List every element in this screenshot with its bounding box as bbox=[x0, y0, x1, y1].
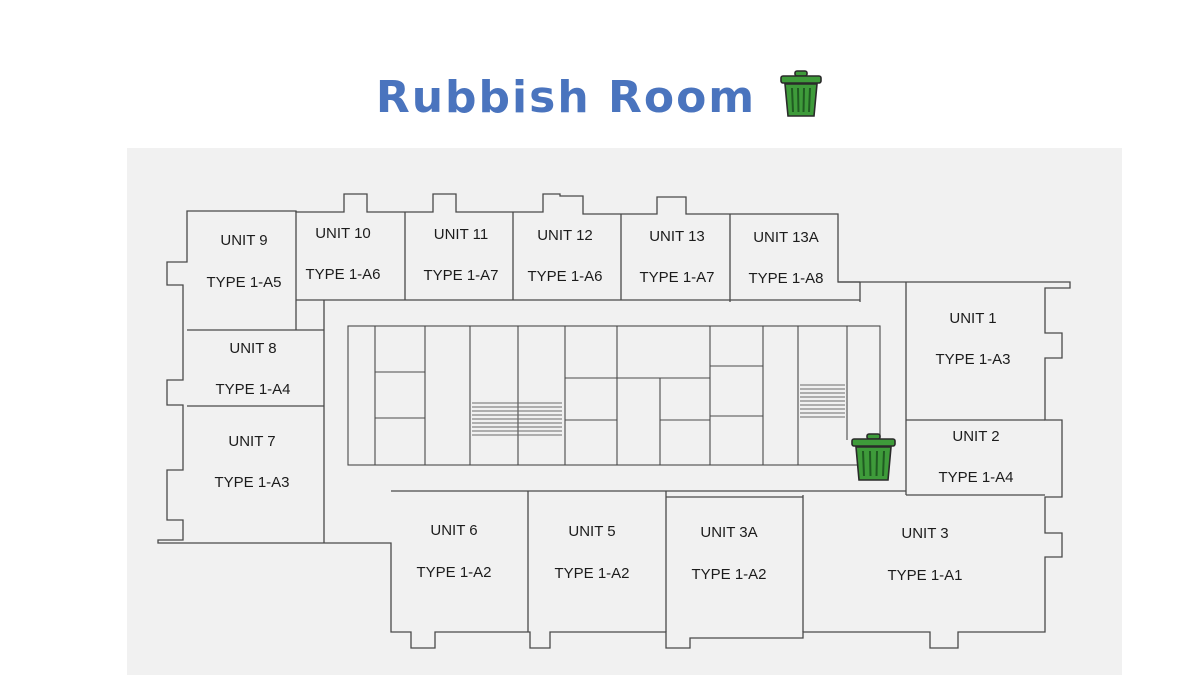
unit-type: TYPE 1-A5 bbox=[206, 274, 281, 291]
unit-name: UNIT 3 bbox=[901, 525, 948, 542]
unit-name: UNIT 13 bbox=[649, 228, 705, 245]
unit-type: TYPE 1-A6 bbox=[305, 266, 380, 283]
unit-3a: UNIT 3A TYPE 1-A2 bbox=[691, 524, 766, 583]
unit-type: TYPE 1-A6 bbox=[527, 268, 602, 285]
unit-7: UNIT 7 TYPE 1-A3 bbox=[214, 433, 289, 491]
unit-13a: UNIT 13A TYPE 1-A8 bbox=[748, 229, 823, 287]
unit-type: TYPE 1-A7 bbox=[423, 267, 498, 284]
unit-name: UNIT 5 bbox=[568, 523, 615, 540]
stairs-hatching bbox=[472, 384, 845, 436]
unit-name: UNIT 1 bbox=[949, 310, 996, 327]
floor-plan-panel bbox=[127, 148, 1122, 675]
unit-3: UNIT 3 TYPE 1-A1 bbox=[887, 525, 962, 584]
unit-type: TYPE 1-A2 bbox=[691, 566, 766, 583]
unit-type: TYPE 1-A7 bbox=[639, 269, 714, 286]
unit-13: UNIT 13 TYPE 1-A7 bbox=[639, 228, 714, 286]
unit-name: UNIT 3A bbox=[700, 524, 757, 541]
central-core bbox=[347, 325, 881, 466]
unit-type: TYPE 1-A1 bbox=[887, 567, 962, 584]
unit-name: UNIT 7 bbox=[228, 433, 275, 450]
page-title: Rubbish Room bbox=[375, 71, 757, 123]
unit-type: TYPE 1-A4 bbox=[938, 469, 1013, 486]
unit-name: UNIT 12 bbox=[537, 227, 593, 244]
unit-6: UNIT 6 TYPE 1-A2 bbox=[416, 522, 491, 581]
building-walls bbox=[157, 193, 1071, 649]
unit-12: UNIT 12 TYPE 1-A6 bbox=[527, 227, 602, 285]
unit-1: UNIT 1 TYPE 1-A3 bbox=[935, 310, 1010, 368]
trash-bin-icon bbox=[851, 433, 896, 481]
trash-bin-icon bbox=[780, 70, 822, 117]
unit-type: TYPE 1-A4 bbox=[215, 381, 290, 398]
unit-10: UNIT 10 TYPE 1-A6 bbox=[305, 225, 380, 283]
unit-type: TYPE 1-A2 bbox=[554, 565, 629, 582]
unit-name: UNIT 11 bbox=[434, 226, 488, 243]
unit-type: TYPE 1-A8 bbox=[748, 270, 823, 287]
unit-5: UNIT 5 TYPE 1-A2 bbox=[554, 523, 629, 582]
unit-name: UNIT 8 bbox=[229, 340, 276, 357]
unit-9: UNIT 9 TYPE 1-A5 bbox=[206, 232, 281, 291]
unit-type: TYPE 1-A2 bbox=[416, 564, 491, 581]
unit-name: UNIT 9 bbox=[220, 232, 267, 249]
unit-type: TYPE 1-A3 bbox=[214, 474, 289, 491]
unit-name: UNIT 13A bbox=[753, 229, 819, 246]
unit-2: UNIT 2 TYPE 1-A4 bbox=[938, 428, 1013, 486]
unit-11: UNIT 11 TYPE 1-A7 bbox=[423, 226, 498, 284]
unit-name: UNIT 2 bbox=[952, 428, 999, 445]
unit-name: UNIT 10 bbox=[315, 225, 371, 242]
unit-8: UNIT 8 TYPE 1-A4 bbox=[215, 340, 290, 398]
rubbish-room-marker bbox=[851, 433, 896, 481]
page-header: Rubbish Room bbox=[0, 62, 1200, 132]
unit-name: UNIT 6 bbox=[430, 522, 477, 539]
unit-type: TYPE 1-A3 bbox=[935, 351, 1010, 368]
